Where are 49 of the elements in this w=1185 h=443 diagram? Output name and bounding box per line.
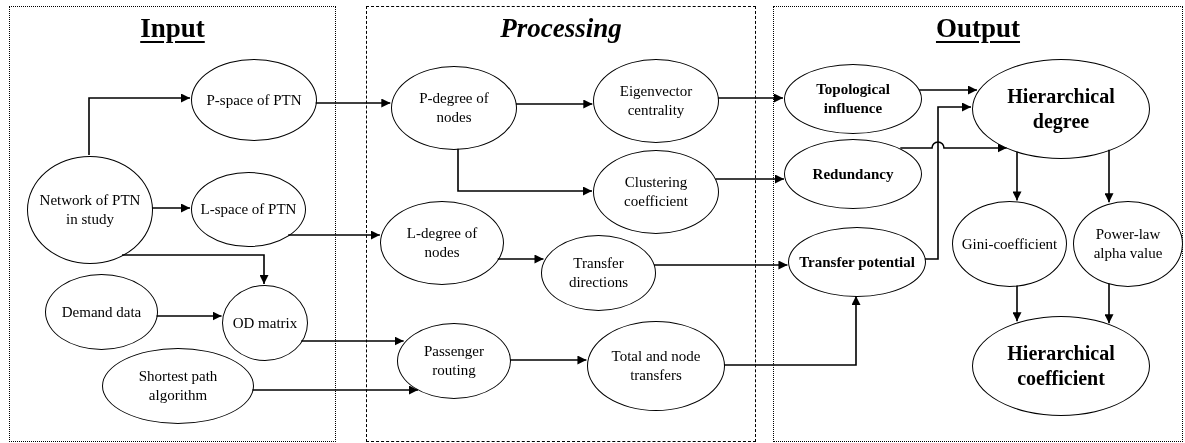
panel-heading: Input <box>140 15 205 42</box>
arrow <box>515 99 594 109</box>
node-label: Shortest path algorithm <box>137 367 219 405</box>
node-label: Passenger routing <box>423 342 485 380</box>
arrow <box>1104 282 1114 325</box>
node-label: P-degree of nodes <box>418 89 490 127</box>
arrow <box>1012 151 1022 202</box>
node-label: Transfer potential <box>799 252 915 272</box>
node-label: Hierarchical degree <box>1006 84 1116 134</box>
arrow <box>151 203 191 213</box>
arrow <box>121 254 269 285</box>
node-label: Network of PTN in study <box>38 191 142 229</box>
arrow <box>653 260 789 270</box>
panel <box>773 6 1183 442</box>
node-label: Power-law alpha value <box>1092 225 1164 263</box>
panel <box>9 6 336 442</box>
arrow <box>1104 148 1114 204</box>
arrow <box>314 98 392 108</box>
node-label: OD matrix <box>232 313 298 333</box>
arrow <box>287 230 381 240</box>
node-label: Eigenvector centrality <box>618 82 694 120</box>
arrow <box>899 141 1008 153</box>
arrow <box>723 295 861 366</box>
arrow <box>918 85 978 95</box>
node-label: P-space of PTN <box>206 90 302 110</box>
arrow <box>300 336 405 346</box>
arrow <box>717 93 784 103</box>
panel-heading: Processing <box>500 15 622 42</box>
arrow <box>714 174 785 184</box>
arrow <box>457 148 593 196</box>
arrow <box>88 93 191 156</box>
arrow <box>924 102 972 260</box>
arrow <box>1012 284 1022 323</box>
node-label: Clustering coefficient <box>623 173 689 211</box>
panel-heading: Output <box>935 15 1020 42</box>
node-label: Demand data <box>61 302 142 322</box>
node-label: Hierarchical coefficient <box>1006 341 1116 391</box>
node-label: L-space of PTN <box>200 200 297 219</box>
node-label: L-degree of nodes <box>405 224 479 262</box>
node-label: Transfer directions <box>567 254 630 292</box>
node-label: Total and node transfers <box>610 347 702 385</box>
arrow <box>496 254 545 264</box>
node-label: Redundancy <box>812 164 894 184</box>
arrow <box>155 311 223 321</box>
node-label: Topological influence <box>815 80 891 118</box>
node-label: Gini-coefficient <box>961 234 1058 254</box>
arrow <box>509 355 588 365</box>
arrow <box>251 385 419 395</box>
panel <box>366 6 756 442</box>
